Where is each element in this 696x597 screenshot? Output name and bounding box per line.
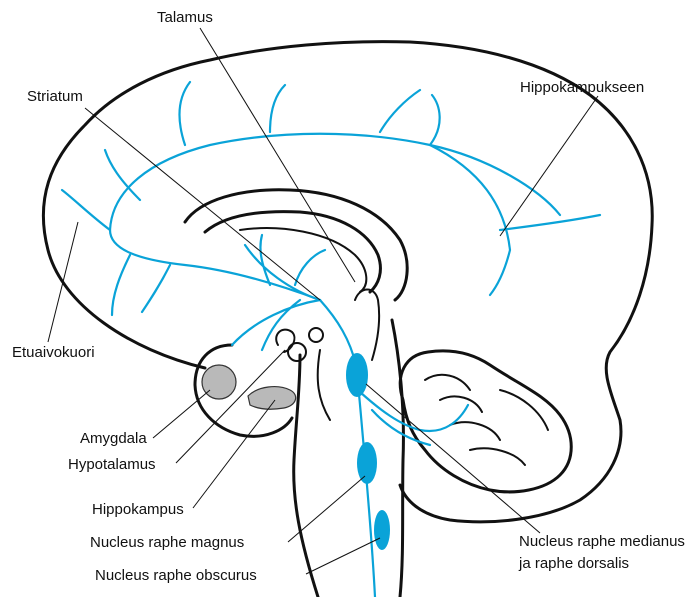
label-hippokampus: Hippokampus — [92, 501, 184, 518]
leader-raphe-magnus — [288, 476, 365, 542]
pons-outline — [318, 350, 330, 420]
fornix — [240, 228, 366, 292]
leader-striatum — [85, 108, 320, 300]
raphe-dorsalis-nucleus — [346, 353, 368, 397]
leader-talamus — [200, 28, 355, 282]
leader-hippokampus — [193, 400, 275, 508]
leader-raphe-obscurus — [306, 538, 380, 574]
leader-amygdala — [153, 390, 210, 438]
label-talamus: Talamus — [157, 9, 213, 26]
mammillary-body — [288, 343, 306, 361]
pathway-dorsal — [180, 82, 440, 145]
label-raphe-magnus: Nucleus raphe magnus — [90, 534, 244, 551]
pathway-frontal — [62, 150, 170, 315]
label-striatum: Striatum — [27, 88, 83, 105]
hippocampus-structure — [248, 387, 296, 410]
label-amygdala: Amygdala — [80, 430, 147, 447]
label-raphe-medianus-line1: Nucleus raphe medianus — [519, 533, 685, 550]
label-hypotalamus: Hypotalamus — [68, 456, 156, 473]
leader-raphe-medianus — [366, 384, 540, 533]
label-raphe-medianus-line2: ja raphe dorsalis — [518, 555, 629, 572]
leader-etuaivokuori — [48, 222, 78, 342]
leader-hippokampukseen — [500, 96, 598, 236]
raphe-obscurus-nucleus — [374, 510, 390, 550]
label-raphe-obscurus: Nucleus raphe obscurus — [95, 567, 257, 584]
cortex-outline — [43, 42, 652, 522]
hypothalamus-outline — [276, 330, 294, 352]
thalamic-nucleus — [309, 328, 323, 342]
raphe-magnus-nucleus — [357, 442, 377, 484]
thalamus-outline — [355, 290, 379, 361]
label-hippokampukseen: Hippokampukseen — [520, 79, 644, 96]
pathway-main-arch — [110, 134, 560, 300]
pathway-hippocampus — [430, 145, 600, 295]
cerebellum-outline — [400, 351, 571, 492]
amygdala-structure — [202, 365, 236, 399]
pathway-striatum — [245, 235, 325, 300]
label-etuaivokuori: Etuaivokuori — [12, 344, 95, 361]
